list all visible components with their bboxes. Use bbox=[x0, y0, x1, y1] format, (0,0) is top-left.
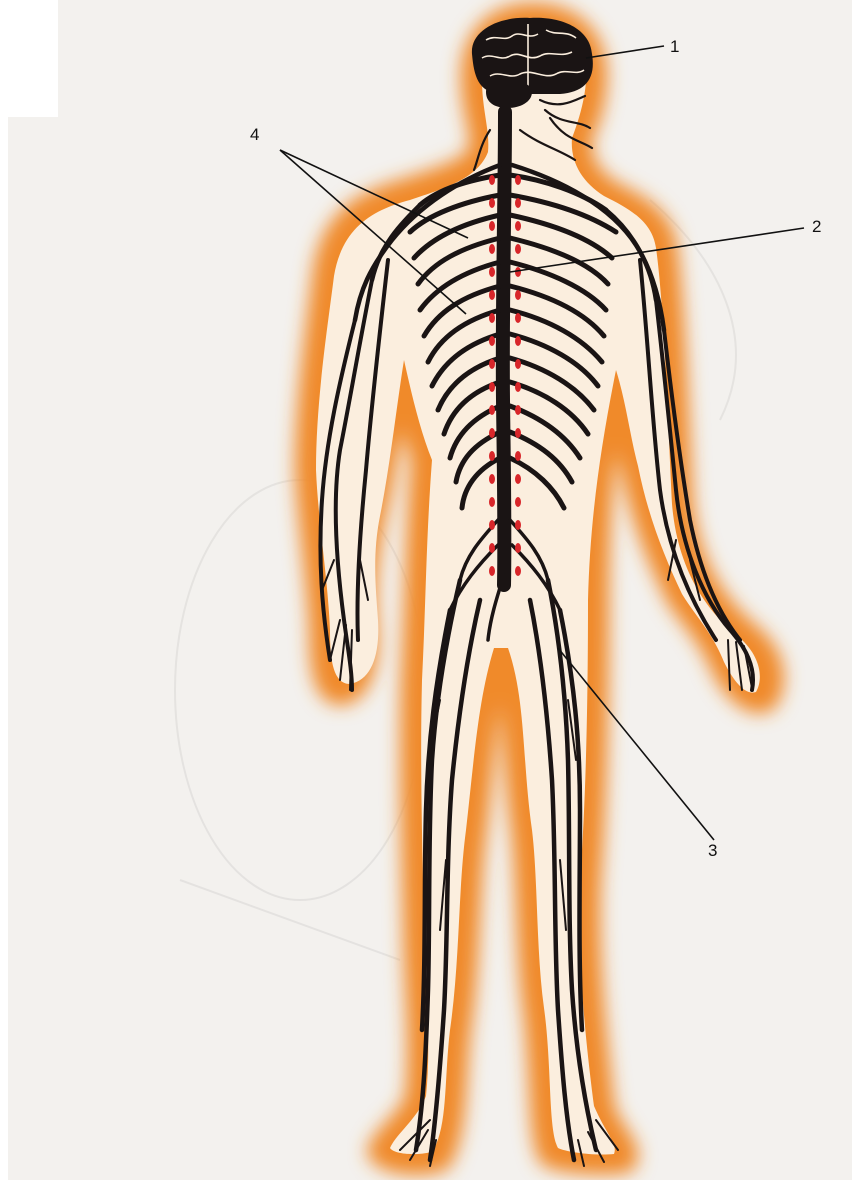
spinal-ganglion-dot bbox=[515, 175, 521, 185]
spinal-ganglion-dot bbox=[489, 566, 495, 576]
spinal-ganglion-dot bbox=[489, 267, 495, 277]
spinal-ganglion-dot bbox=[489, 175, 495, 185]
spinal-ganglion-dot bbox=[515, 359, 521, 369]
spinal-ganglion-dot bbox=[515, 474, 521, 484]
spinal-ganglion-dot bbox=[489, 382, 495, 392]
spinal-ganglion-dot bbox=[515, 221, 521, 231]
spinal-ganglion-dot bbox=[489, 221, 495, 231]
spinal-ganglion-dot bbox=[515, 244, 521, 254]
label-peripheral-nerve: 3 bbox=[708, 842, 717, 859]
label-spinal-cord: 2 bbox=[812, 218, 821, 235]
spinal-ganglion-dot bbox=[515, 520, 521, 530]
spinal-ganglion-dot bbox=[515, 405, 521, 415]
spinal-ganglion-dot bbox=[489, 497, 495, 507]
spinal-ganglion-dot bbox=[489, 428, 495, 438]
spinal-ganglion-dot bbox=[515, 313, 521, 323]
spinal-ganglion-dot bbox=[489, 336, 495, 346]
spinal-ganglion-dot bbox=[515, 566, 521, 576]
spinal-ganglion-dot bbox=[489, 359, 495, 369]
spinal-ganglion-dot bbox=[515, 336, 521, 346]
spinal-ganglion-dot bbox=[489, 543, 495, 553]
spinal-ganglion-dot bbox=[515, 290, 521, 300]
label-spinal-ganglia: 4 bbox=[250, 126, 259, 143]
spinal-ganglion-dot bbox=[515, 382, 521, 392]
spinal-ganglion-dot bbox=[489, 244, 495, 254]
spinal-ganglion-dot bbox=[489, 474, 495, 484]
spinal-ganglion-dot bbox=[489, 198, 495, 208]
spinal-ganglion-dot bbox=[515, 497, 521, 507]
spinal-cord bbox=[503, 112, 505, 585]
spinal-ganglion-dot bbox=[515, 267, 521, 277]
spinal-ganglion-dot bbox=[515, 198, 521, 208]
spinal-ganglion-dot bbox=[489, 451, 495, 461]
spinal-ganglion-dot bbox=[515, 451, 521, 461]
spinal-ganglion-dot bbox=[515, 543, 521, 553]
spinal-ganglion-dot bbox=[489, 313, 495, 323]
spinal-ganglion-dot bbox=[515, 428, 521, 438]
label-brain: 1 bbox=[670, 38, 679, 55]
spinal-ganglion-dot bbox=[489, 520, 495, 530]
spinal-ganglion-dot bbox=[489, 290, 495, 300]
spinal-ganglion-dot bbox=[489, 405, 495, 415]
